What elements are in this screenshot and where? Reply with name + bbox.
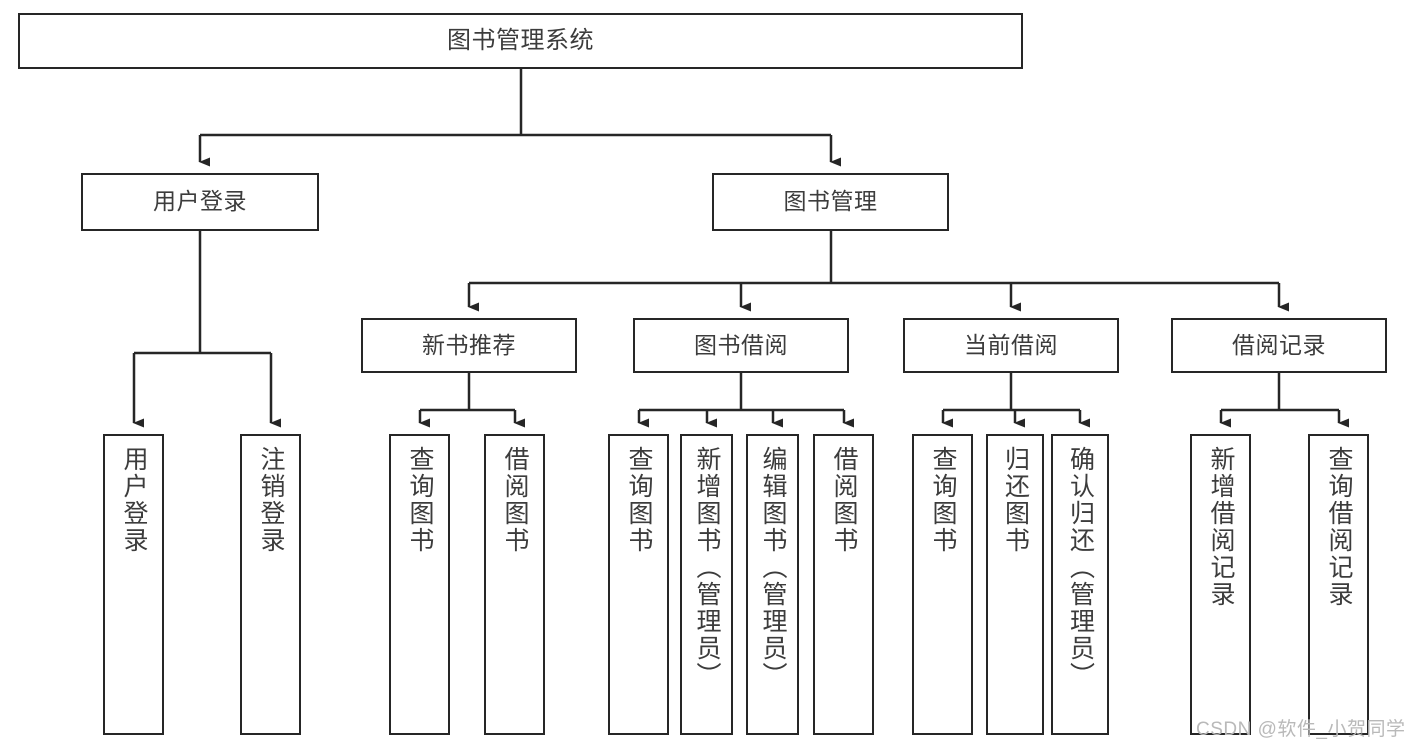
node-new-book-recommend[interactable]: 新书推荐 bbox=[361, 318, 577, 373]
node-label: 注销登录 bbox=[257, 446, 285, 554]
leaf-confirm-return-admin[interactable]: 确认归还（管理员） bbox=[1051, 434, 1109, 735]
leaf-borrow-book[interactable]: 借阅图书 bbox=[813, 434, 874, 735]
node-borrow-record[interactable]: 借阅记录 bbox=[1171, 318, 1387, 373]
leaf-user-login[interactable]: 用户登录 bbox=[103, 434, 164, 735]
leaf-query-book-borrow[interactable]: 查询图书 bbox=[608, 434, 669, 735]
leaf-edit-book-admin[interactable]: 编辑图书（管理员） bbox=[746, 434, 799, 735]
node-label: 编辑图书（管理员） bbox=[759, 446, 787, 689]
node-label: 归还图书 bbox=[1001, 446, 1030, 554]
leaf-return-book[interactable]: 归还图书 bbox=[986, 434, 1044, 735]
node-root[interactable]: 图书管理系统 bbox=[18, 13, 1023, 69]
node-user-login[interactable]: 用户登录 bbox=[81, 173, 319, 231]
node-label: 查询借阅记录 bbox=[1325, 446, 1353, 608]
node-label: 新书推荐 bbox=[422, 331, 516, 358]
leaf-add-book-admin[interactable]: 新增图书（管理员） bbox=[680, 434, 733, 735]
node-current-borrow[interactable]: 当前借阅 bbox=[903, 318, 1119, 373]
csdn-watermark: CSDN @软件_小贺同学 bbox=[1196, 719, 1405, 740]
node-book-management[interactable]: 图书管理 bbox=[712, 173, 949, 231]
node-label: 图书管理 bbox=[783, 188, 878, 215]
leaf-query-book-recommend[interactable]: 查询图书 bbox=[389, 434, 450, 735]
node-label: 确认归还（管理员） bbox=[1066, 446, 1095, 689]
node-label: 新增图书（管理员） bbox=[693, 446, 721, 689]
leaf-query-borrow-record[interactable]: 查询借阅记录 bbox=[1308, 434, 1369, 735]
node-label: 用户登录 bbox=[120, 446, 148, 554]
node-label: 图书管理系统 bbox=[447, 26, 594, 54]
node-book-borrow[interactable]: 图书借阅 bbox=[633, 318, 849, 373]
node-label: 借阅记录 bbox=[1232, 331, 1326, 358]
node-label: 用户登录 bbox=[153, 188, 247, 215]
node-label: 借阅图书 bbox=[501, 446, 529, 554]
node-label: 查询图书 bbox=[406, 446, 434, 554]
node-label: 新增借阅记录 bbox=[1207, 446, 1235, 608]
node-label: 查询图书 bbox=[929, 446, 957, 554]
node-label: 查询图书 bbox=[625, 446, 653, 554]
node-label: 图书借阅 bbox=[694, 331, 788, 358]
node-label: 借阅图书 bbox=[830, 446, 858, 554]
node-label: 当前借阅 bbox=[964, 331, 1058, 358]
leaf-logout[interactable]: 注销登录 bbox=[240, 434, 301, 735]
leaf-query-book-current[interactable]: 查询图书 bbox=[912, 434, 973, 735]
leaf-add-borrow-record[interactable]: 新增借阅记录 bbox=[1190, 434, 1251, 735]
leaf-borrow-book-recommend[interactable]: 借阅图书 bbox=[484, 434, 545, 735]
